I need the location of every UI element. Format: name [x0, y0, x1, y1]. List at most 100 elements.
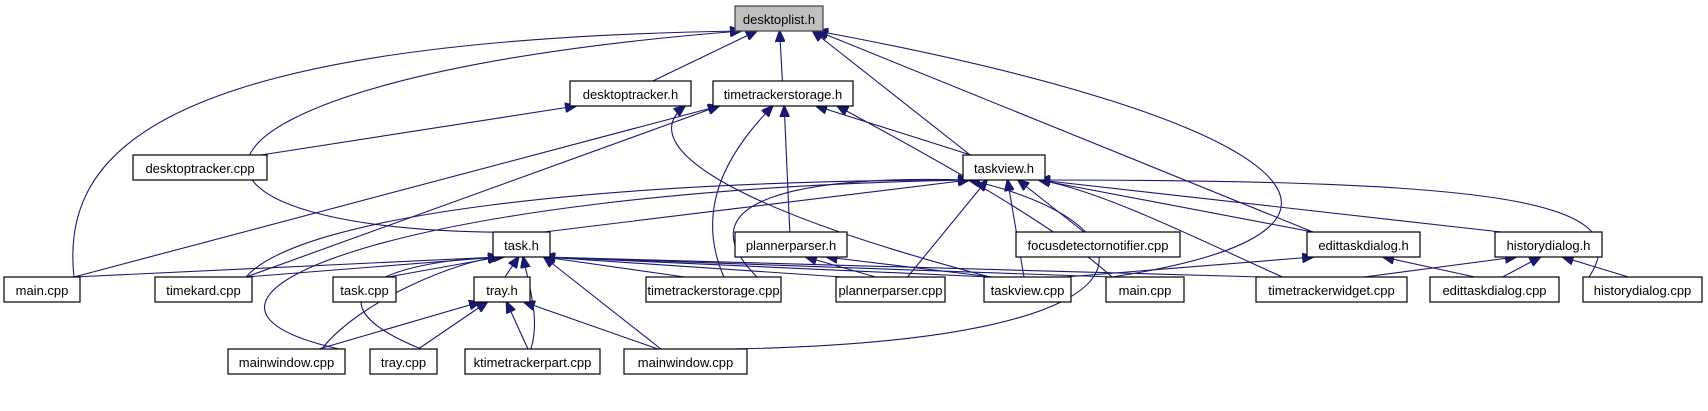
- node-label: plannerparser.h: [746, 238, 836, 253]
- node-focusdetectornotifier-cpp[interactable]: focusdetectornotifier.cpp: [1015, 231, 1181, 258]
- edge-taskview-cpp-to-task-h: [544, 257, 991, 278]
- edge-ktimetrackerpart-cpp-to-tray-h: [507, 302, 529, 350]
- edge-mainwindow-cpp-a-to-taskview-h: [264, 180, 969, 350]
- edge-main-cpp-b-to-desktoplist-h: [817, 31, 1282, 278]
- edges-layer: [72, 31, 1629, 350]
- node-desktoplist-h[interactable]: desktoplist.h: [734, 5, 824, 32]
- edge-edittaskdialog-cpp-to-historydialog-h: [1502, 257, 1541, 278]
- node-label: tray.cpp: [381, 355, 426, 370]
- edge-historydialog-cpp-to-historydialog-h: [1563, 257, 1629, 278]
- edge-timekard-cpp-to-taskview-h: [245, 180, 969, 278]
- edge-main-cpp-a-to-timetrackerstorage-h: [73, 106, 719, 278]
- edge-desktoptracker-h-to-desktoplist-h: [652, 31, 757, 82]
- node-label: timetrackerstorage.cpp: [647, 283, 779, 298]
- edge-timetrackerwidget-cpp-to-task-h: [544, 257, 1263, 278]
- edge-taskview-cpp-to-desktoptracker-h: [671, 106, 991, 278]
- node-box: [227, 348, 346, 375]
- node-box: [712, 80, 854, 107]
- edge-edittaskdialog-h-to-taskview-h: [1039, 180, 1314, 233]
- node-label: focusdetectornotifier.cpp: [1028, 238, 1169, 253]
- edge-mainwindow-cpp-a-to-task-h: [321, 257, 499, 350]
- node-box: [1015, 231, 1181, 258]
- edge-plannerparser-cpp-to-task-h: [544, 257, 843, 278]
- edge-focusdetectornotifier-cpp-to-taskview-h: [1018, 180, 1085, 233]
- node-label: desktoptracker.h: [583, 87, 678, 102]
- node-label: desktoplist.h: [743, 12, 815, 27]
- node-box: [1306, 231, 1421, 258]
- edge-edittaskdialog-h-to-desktoplist-h: [817, 31, 1314, 233]
- node-box: [569, 80, 692, 107]
- edge-main-cpp-a-to-desktoplist-h: [72, 31, 741, 278]
- node-timetrackerstorage-h[interactable]: timetrackerstorage.h: [712, 80, 854, 107]
- node-label: timetrackerstorage.h: [724, 87, 843, 102]
- node-timetrackerstorage-cpp[interactable]: timetrackerstorage.cpp: [645, 276, 782, 303]
- node-label: taskview.h: [974, 161, 1034, 176]
- node-label: desktoptracker.cpp: [145, 161, 254, 176]
- node-edittaskdialog-h[interactable]: edittaskdialog.h: [1306, 231, 1421, 258]
- node-task-cpp[interactable]: task.cpp: [332, 276, 397, 303]
- edge-task-h-to-desktoplist-h: [246, 31, 741, 233]
- node-desktoptracker-cpp[interactable]: desktoptracker.cpp: [132, 154, 268, 181]
- edge-taskview-cpp-to-plannerparser-h: [826, 257, 993, 278]
- node-label: timekard.cpp: [166, 283, 240, 298]
- node-label: timetrackerwidget.cpp: [1268, 283, 1394, 298]
- node-ktimetrackerpart-cpp[interactable]: ktimetrackerpart.cpp: [464, 348, 601, 375]
- edge-desktoptracker-cpp-to-desktoptracker-h: [260, 106, 576, 156]
- node-historydialog-cpp[interactable]: historydialog.cpp: [1582, 276, 1703, 303]
- node-box: [1105, 276, 1185, 303]
- node-main-cpp-b[interactable]: main.cpp: [1105, 276, 1185, 303]
- edge-mainwindow-cpp-a-to-tray-h: [318, 302, 480, 350]
- node-label: edittaskdialog.cpp: [1442, 283, 1546, 298]
- node-historydialog-h[interactable]: historydialog.h: [1494, 231, 1603, 258]
- node-box: [154, 276, 253, 303]
- node-box: [962, 154, 1046, 181]
- node-taskview-h[interactable]: taskview.h: [962, 154, 1046, 181]
- node-box: [3, 276, 81, 303]
- edge-task-h-to-taskview-h: [543, 180, 969, 233]
- node-taskview-cpp[interactable]: taskview.cpp: [983, 276, 1072, 303]
- node-box: [492, 231, 551, 258]
- node-desktoptracker-h[interactable]: desktoptracker.h: [569, 80, 692, 107]
- node-main-cpp-a[interactable]: main.cpp: [3, 276, 81, 303]
- edge-taskview-cpp-to-taskview-h: [1008, 180, 1025, 278]
- node-task-h[interactable]: task.h: [492, 231, 551, 258]
- edge-main-cpp-b-to-task-h: [544, 257, 1113, 278]
- edge-timetrackerstorage-cpp-to-timetrackerstorage-h: [712, 106, 773, 278]
- edge-taskview-cpp-to-edittaskdialog-h: [1064, 257, 1313, 278]
- edge-timekard-cpp-to-timetrackerstorage-h: [245, 106, 719, 278]
- node-box: [734, 5, 824, 32]
- node-mainwindow-cpp-a[interactable]: mainwindow.cpp: [227, 348, 346, 375]
- node-box: [473, 276, 531, 303]
- node-label: task.h: [504, 238, 539, 253]
- edge-mainwindow-cpp-b-to-task-h: [544, 257, 662, 350]
- node-mainwindow-cpp-b[interactable]: mainwindow.cpp: [623, 348, 748, 375]
- edge-timetrackerstorage-cpp-to-task-h: [544, 257, 685, 278]
- node-box: [1429, 276, 1560, 303]
- node-label: ktimetrackerpart.cpp: [474, 355, 592, 370]
- node-box: [1494, 231, 1603, 258]
- edge-tray-h-to-task-h: [504, 257, 519, 278]
- node-box: [332, 276, 397, 303]
- node-label: historydialog.h: [1507, 238, 1591, 253]
- node-edittaskdialog-cpp[interactable]: edittaskdialog.cpp: [1429, 276, 1560, 303]
- node-plannerparser-h[interactable]: plannerparser.h: [734, 231, 848, 258]
- node-tray-cpp[interactable]: tray.cpp: [369, 348, 438, 375]
- edge-tray-cpp-to-tray-h: [417, 302, 487, 350]
- node-label: taskview.cpp: [991, 283, 1065, 298]
- node-box: [835, 276, 946, 303]
- edge-historydialog-cpp-to-taskview-h: [1039, 180, 1600, 278]
- node-plannerparser-cpp[interactable]: plannerparser.cpp: [835, 276, 946, 303]
- node-box: [369, 348, 438, 375]
- node-label: edittaskdialog.h: [1318, 238, 1408, 253]
- node-box: [1255, 276, 1408, 303]
- node-timetrackerwidget-cpp[interactable]: timetrackerwidget.cpp: [1255, 276, 1408, 303]
- edge-tray-cpp-to-task-h: [360, 257, 504, 350]
- edge-plannerparser-cpp-to-taskview-h: [907, 180, 987, 278]
- node-box: [464, 348, 601, 375]
- node-box: [734, 231, 848, 258]
- node-timekard-cpp[interactable]: timekard.cpp: [154, 276, 253, 303]
- edge-mainwindow-cpp-b-to-tray-h: [524, 302, 659, 350]
- node-tray-h[interactable]: tray.h: [473, 276, 531, 303]
- node-label: main.cpp: [16, 283, 69, 298]
